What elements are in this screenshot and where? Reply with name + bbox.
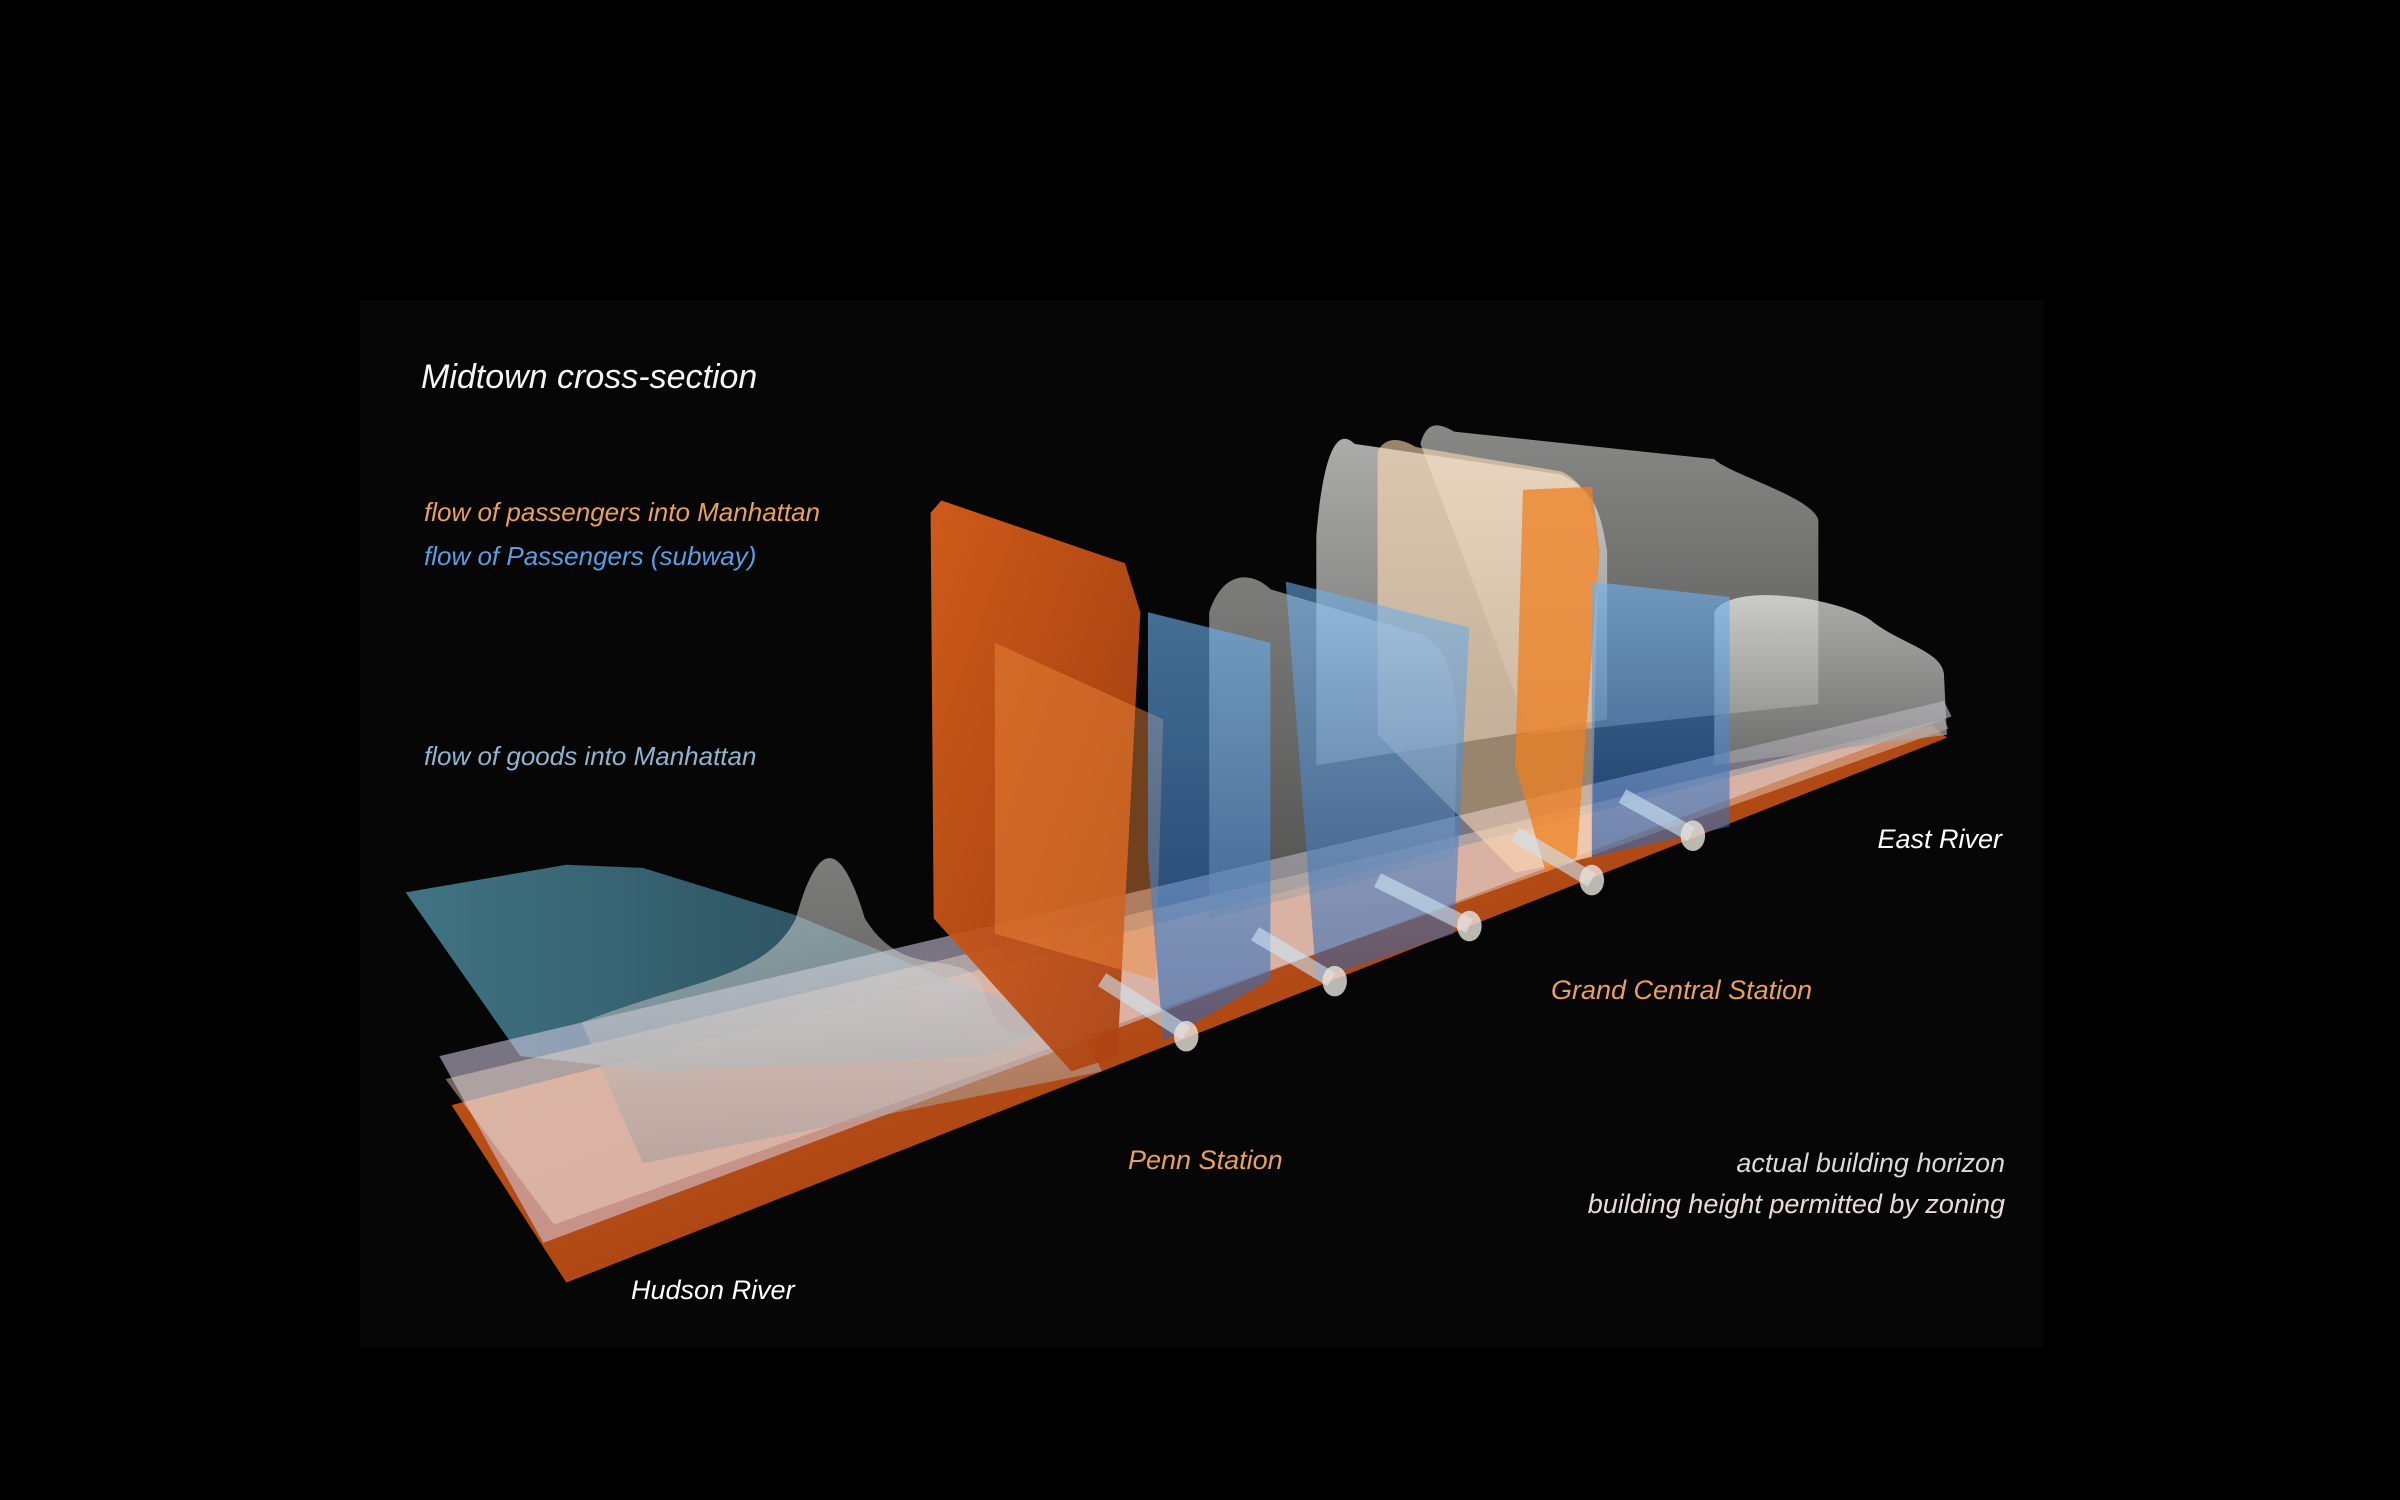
legend-passengers: flow of passengers into Manhattan (424, 497, 821, 527)
legend-subway: flow of Passengers (subway) (424, 541, 757, 571)
label-hudson-river: Hudson River (631, 1275, 795, 1305)
subway-tubes (1097, 789, 1696, 1040)
diagram-title: Midtown cross-section (421, 358, 758, 396)
label-east-river: East River (1877, 824, 2002, 854)
passenger-flow-wall-inner (994, 642, 1164, 980)
passenger-flow-grand-central (1515, 486, 1600, 873)
label-penn-station: Penn Station (1128, 1145, 1283, 1175)
building-wave (581, 858, 1103, 1164)
legend-actual-horizon: actual building horizon (1736, 1148, 2005, 1178)
label-grand-central: Grand Central Station (1551, 975, 1813, 1005)
tube-ends (1173, 820, 1706, 1052)
legend-zoning-height: building height permitted by zoning (1587, 1189, 2005, 1219)
subway-flow-1 (1147, 612, 1271, 1041)
subway-flow-3 (1591, 581, 1730, 858)
subway-flow-2 (1285, 581, 1470, 980)
actual-horizon-wave-3 (1714, 595, 1947, 766)
legend-goods: flow of goods into Manhattan (424, 741, 757, 771)
passenger-flow-wall (930, 500, 1141, 1072)
